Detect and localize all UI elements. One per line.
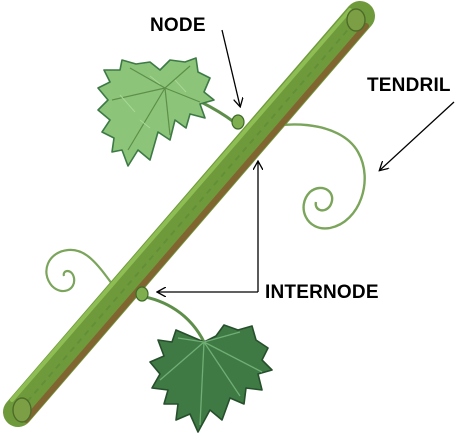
tendril-label: TENDRIL bbox=[367, 75, 451, 97]
node-arrow bbox=[222, 30, 240, 106]
internode-label: INTERNODE bbox=[265, 282, 379, 304]
node-bud-lower bbox=[136, 287, 148, 301]
tendril-arrow bbox=[380, 102, 454, 170]
lower-leaf-petiole bbox=[140, 296, 204, 342]
lower-leaf bbox=[150, 325, 272, 432]
lower-tendril bbox=[46, 250, 118, 292]
upper-leaf bbox=[98, 58, 214, 166]
node-bud-upper bbox=[232, 115, 244, 129]
node-label: NODE bbox=[150, 15, 206, 37]
